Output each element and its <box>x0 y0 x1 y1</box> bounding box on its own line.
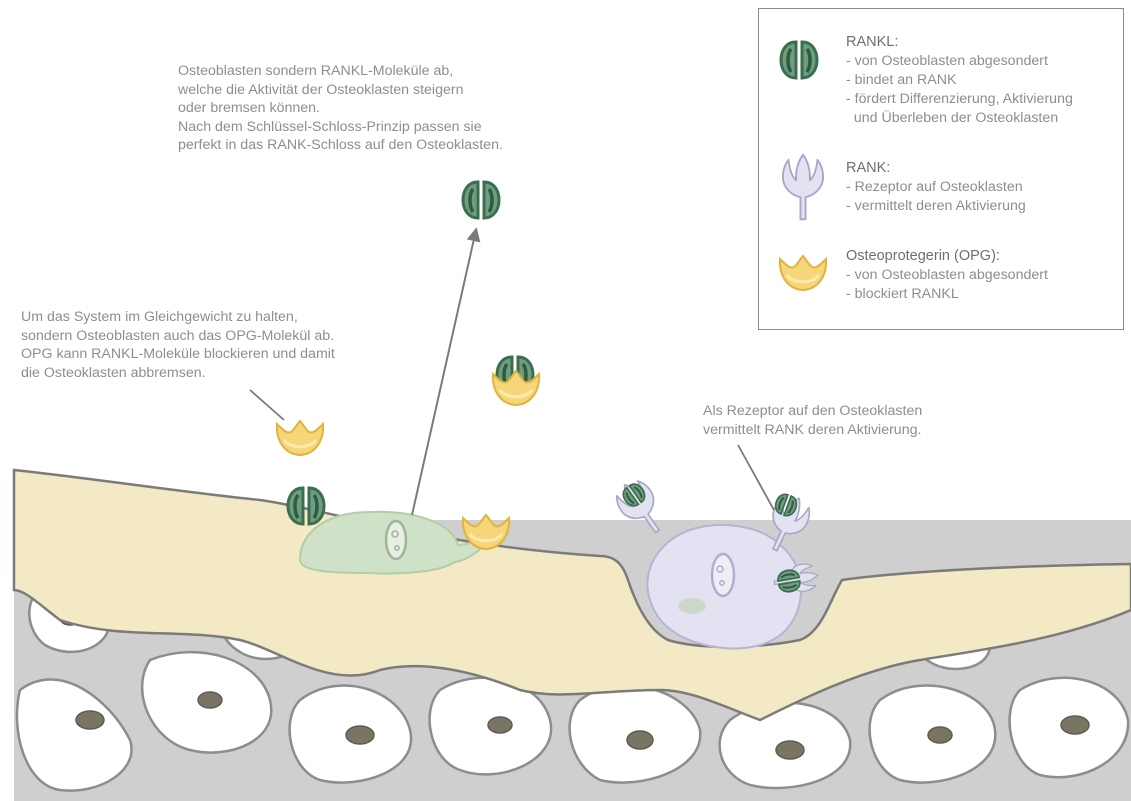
annotation-line: OPG kann RANKL-Moleküle blockieren und d… <box>21 345 335 364</box>
annotation-rankl-release: Osteoblasten sondern RANKL-Moleküle ab, … <box>178 62 503 155</box>
annotation-line: vermittelt RANK deren Aktivierung. <box>703 421 922 440</box>
legend-line: - von Osteoblasten abgesondert <box>846 266 1048 285</box>
legend-line: - von Osteoblasten abgesondert <box>846 52 1073 71</box>
annotation-opg-release: Um das System im Gleichgewicht zu halten… <box>21 308 335 382</box>
legend-title-rankl: RANKL: <box>846 33 1073 52</box>
legend-line: - Rezeptor auf Osteoklasten <box>846 178 1026 197</box>
annotation-line: Nach dem Schlüssel-Schloss-Prinzip passe… <box>178 118 503 137</box>
legend-line: - fördert Differenzierung, Aktivierung <box>846 90 1073 109</box>
osteoblast-nucleus <box>386 521 406 559</box>
rank-pointer-line <box>738 445 774 510</box>
annotation-line: Osteoblasten sondern RANKL-Moleküle ab, <box>178 62 503 81</box>
annotation-line: Um das System im Gleichgewicht zu halten… <box>21 308 335 327</box>
annotation-rank-receptor: Als Rezeptor auf den Osteoklasten vermit… <box>703 402 922 439</box>
rankl-release-arrow <box>412 230 476 515</box>
rankl-molecule-icon <box>777 37 821 83</box>
rank-receptor-icon <box>777 153 829 221</box>
legend-box: RANKL: - von Osteoblasten abgesondert - … <box>758 8 1124 330</box>
legend-line: - bindet an RANK <box>846 71 1073 90</box>
rankl-molecule-released <box>463 182 499 218</box>
annotation-line: perfekt in das RANK-Schloss auf den Oste… <box>178 136 503 155</box>
legend-line: - vermittelt deren Aktivierung <box>846 197 1026 216</box>
annotation-line: Als Rezeptor auf den Osteoklasten <box>703 402 922 421</box>
annotation-line: welche die Aktivität der Osteoklasten st… <box>178 81 503 100</box>
opg-molecule-free <box>277 421 323 455</box>
legend-title-opg: Osteoprotegerin (OPG): <box>846 247 1048 266</box>
legend-line: - blockiert RANKL <box>846 285 1048 304</box>
osteoclast-nucleus <box>712 554 734 596</box>
legend-line: und Überleben der Osteoklasten <box>846 109 1073 128</box>
opg-molecule-icon <box>777 253 829 293</box>
annotation-line: sondern Osteoblasten auch das OPG-Molekü… <box>21 327 335 346</box>
annotation-line: die Osteoklasten abbremsen. <box>21 364 335 383</box>
legend-title-rank: RANK: <box>846 159 1026 178</box>
opg-pointer-line <box>250 390 284 420</box>
annotation-line: oder bremsen können. <box>178 99 503 118</box>
